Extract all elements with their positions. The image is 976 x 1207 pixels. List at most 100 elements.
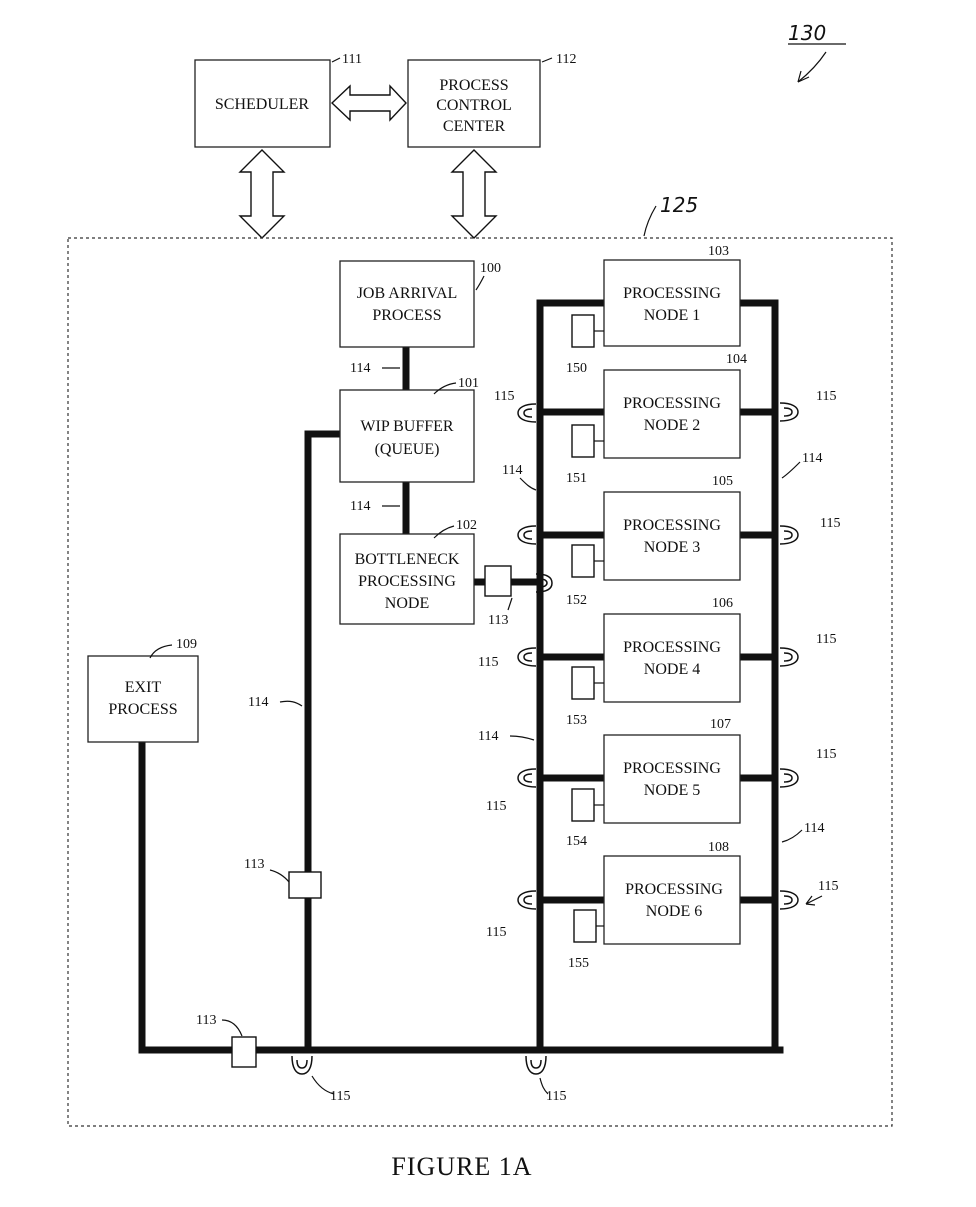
pcc-facility-double-arrow <box>452 150 496 238</box>
transport-leader-left-upper <box>520 478 536 490</box>
node-6-label: PROCESSING <box>625 881 723 898</box>
node-5-number: NODE 5 <box>644 782 700 799</box>
coupler-node6-right <box>780 891 798 909</box>
node-6-sensor <box>574 910 596 942</box>
transfer-leader-return <box>270 870 289 882</box>
processing-node-6-box <box>604 856 740 944</box>
job-arrival-line-2: PROCESS <box>372 307 441 324</box>
transfer-ref-bottleneck: 113 <box>488 613 508 628</box>
pcc-line-2: CONTROL <box>436 97 512 114</box>
transport-ref-left-upper: 114 <box>502 463 522 478</box>
node-2-sensor-ref: 151 <box>566 471 587 486</box>
node-4-number: NODE 4 <box>644 661 700 678</box>
bottleneck-line-3: NODE <box>385 595 429 612</box>
coupler-ref-node6-right: 115 <box>818 879 838 894</box>
job-arrival-line-1: JOB ARRIVAL <box>357 285 458 302</box>
transfer-ref-exit: 113 <box>196 1013 216 1028</box>
bottleneck-ref: 102 <box>456 518 477 533</box>
wip-buffer-ref: 101 <box>458 376 479 391</box>
node-3-number: NODE 3 <box>644 539 700 556</box>
pcc-line-3: CENTER <box>443 118 506 135</box>
exit-process-box <box>88 656 198 742</box>
transfer-leader-bottleneck <box>508 598 512 610</box>
coupler-node2-right <box>780 403 798 421</box>
coupler-arrow-node6-right <box>806 896 822 905</box>
node-5-ref: 107 <box>710 717 731 732</box>
coupler-ref-node6-left: 115 <box>486 925 506 940</box>
transport-ref-wip: 114 <box>350 499 370 514</box>
processing-node-1-box <box>604 260 740 346</box>
node-2-ref: 104 <box>726 352 747 367</box>
node-5-sensor-ref: 154 <box>566 834 587 849</box>
coupler-ref-bottom-left: 115 <box>330 1089 350 1104</box>
transfer-device-exit <box>232 1037 256 1067</box>
coupler-ref-node2-left: 115 <box>494 389 514 404</box>
node-3-sensor-ref: 152 <box>566 593 587 608</box>
node-4-sensor <box>572 667 594 699</box>
node-4-ref: 106 <box>712 596 733 611</box>
coupler-ref-node4-right: 115 <box>816 632 836 647</box>
coupler-ref-node2-right: 115 <box>816 389 836 404</box>
transfer-device-bottleneck <box>485 566 511 596</box>
facility-ref-leader <box>644 206 656 236</box>
transport-ref-right-lower: 114 <box>804 821 824 836</box>
coupler-ref-node5-left: 115 <box>486 799 506 814</box>
bottleneck-line-2: PROCESSING <box>358 573 456 590</box>
job-arrival-ref: 100 <box>480 261 501 276</box>
coupler-node2-left <box>518 404 536 422</box>
pcc-line-1: PROCESS <box>439 77 508 94</box>
transfer-device-return <box>289 872 321 898</box>
scheduler-pcc-double-arrow <box>332 86 406 120</box>
transport-leader-right-upper <box>782 462 800 478</box>
node-6-ref: 108 <box>708 840 729 855</box>
scheduler-label: SCHEDULER <box>215 96 310 113</box>
coupler-node4-left <box>518 648 536 666</box>
coupler-bottom-left <box>292 1056 312 1074</box>
node-4-sensor-ref: 153 <box>566 713 587 728</box>
node-2-number: NODE 2 <box>644 417 700 434</box>
wip-buffer-line-1: WIP BUFFER <box>360 418 454 435</box>
node-5-label: PROCESSING <box>623 760 721 777</box>
node-1-number: NODE 1 <box>644 307 700 324</box>
coupler-ref-node5-right: 115 <box>816 747 836 762</box>
job-arrival-leader <box>476 276 484 290</box>
node-1-sensor-ref: 150 <box>566 361 587 376</box>
node-1-label: PROCESSING <box>623 285 721 302</box>
coupler-node5-left <box>518 769 536 787</box>
node-5-sensor <box>572 789 594 821</box>
exit-ref: 109 <box>176 637 197 652</box>
figure-caption: FIGURE 1A <box>391 1152 532 1181</box>
scheduler-facility-double-arrow <box>240 150 284 238</box>
transport-ref-arrival: 114 <box>350 361 370 376</box>
node-4-label: PROCESSING <box>623 639 721 656</box>
node-1-sensor <box>572 315 594 347</box>
transport-ref-return: 114 <box>248 695 268 710</box>
transport-ref-left-lower: 114 <box>478 729 498 744</box>
scheduler-ref: 111 <box>342 52 362 67</box>
coupler-node3-left <box>518 526 536 544</box>
coupler-ref-node3-right: 115 <box>820 516 840 531</box>
wip-return-bus <box>308 434 340 1050</box>
transport-ref-right-upper: 114 <box>802 451 822 466</box>
processing-node-3-box <box>604 492 740 580</box>
transfer-ref-return: 113 <box>244 857 264 872</box>
processing-node-5-box <box>604 735 740 823</box>
node-2-sensor <box>572 425 594 457</box>
bottleneck-line-1: BOTTLENECK <box>355 551 460 568</box>
coupler-node5-right <box>780 769 798 787</box>
system-ref-label: 130 <box>788 21 826 45</box>
coupler-bottom-right <box>526 1056 546 1074</box>
transport-leader-left-lower <box>510 736 534 740</box>
pcc-ref: 112 <box>556 52 576 67</box>
transport-leader-right-lower <box>782 830 802 842</box>
node-6-number: NODE 6 <box>646 903 702 920</box>
node-2-label: PROCESSING <box>623 395 721 412</box>
job-arrival-box <box>340 261 474 347</box>
transport-leader-return <box>280 701 302 706</box>
facility-ref-label: 125 <box>660 193 698 217</box>
coupler-node3-right <box>780 526 798 544</box>
processing-nodes: PROCESSING NODE 1 103 150 PROCESSING NOD… <box>566 244 747 971</box>
pcc-leader <box>542 58 552 62</box>
coupler-ref-bottom-right: 115 <box>546 1089 566 1104</box>
